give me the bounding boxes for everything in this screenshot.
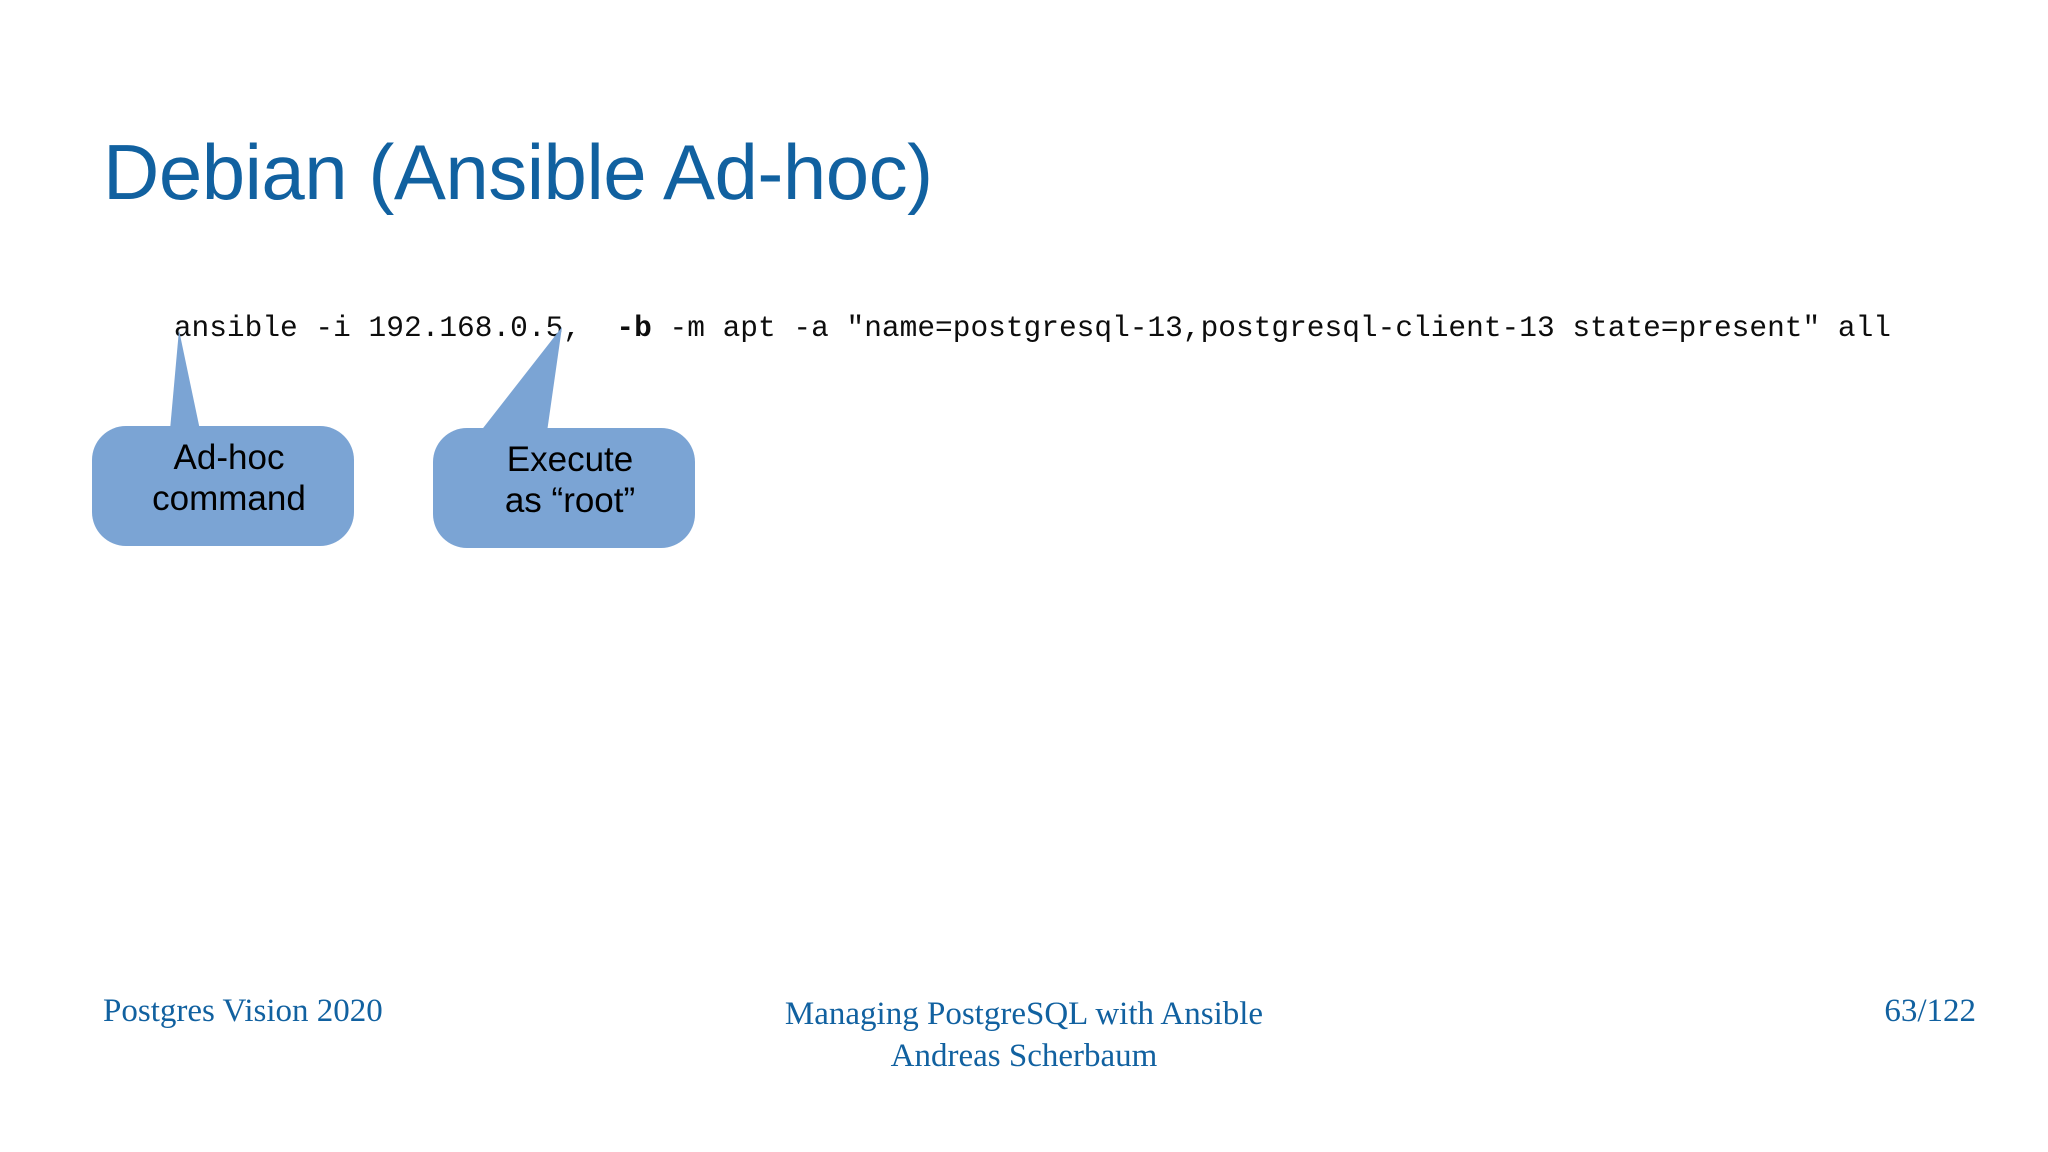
callout-bubble-body — [92, 426, 354, 546]
command-flag-become: -b — [616, 310, 652, 345]
command-part-1: ansible -i 192.168.0.5, — [173, 310, 617, 345]
page-title: Debian (Ansible Ad-hoc) — [103, 128, 933, 217]
callout-execute-as-root: Execute as “root” — [425, 318, 715, 563]
footer-event-name: Postgres Vision 2020 — [103, 993, 383, 1029]
command-line: ansible -i 192.168.0.5, -b -m apt -a "na… — [103, 273, 1891, 384]
command-part-2: -m apt -a "name=postgresql-13,postgresql… — [651, 310, 1891, 345]
callout-bubble-shape — [433, 327, 695, 548]
callout-pointer-tail — [480, 327, 562, 432]
footer-speaker-name: Andreas Scherbaum — [890, 1038, 1158, 1075]
footer-talk-title: Managing PostgreSQL with Ansible — [784, 996, 1264, 1032]
callout-bubble-body — [433, 428, 695, 548]
slide-footer: Postgres Vision 2020 Managing PostgreSQL… — [0, 992, 2048, 1152]
footer-page-number: 63/122 — [1884, 993, 1976, 1029]
footer-talk-info: Managing PostgreSQL with Ansible Andreas… — [785, 993, 1263, 1077]
callout-adhoc-command: Ad-hoc command — [84, 320, 374, 560]
callout-pointer-tail — [170, 330, 200, 430]
callout-bubble-shape — [92, 330, 354, 546]
